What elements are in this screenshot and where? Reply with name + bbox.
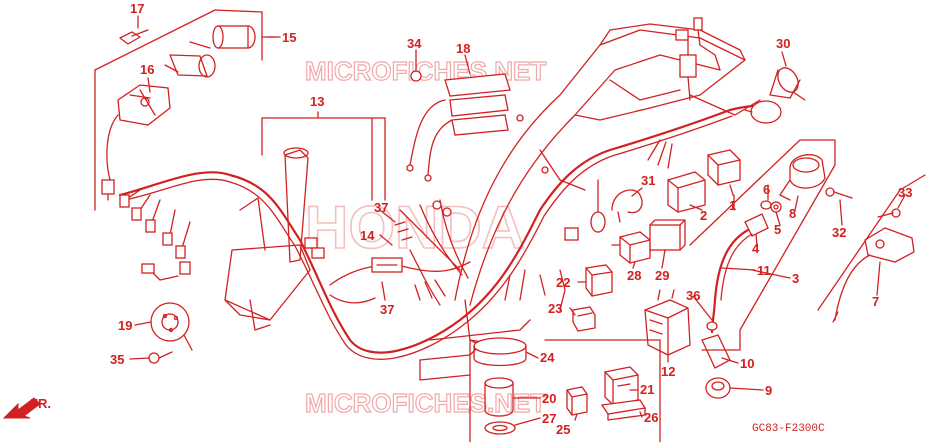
label-26: 26 — [644, 410, 658, 425]
sensor-plug — [590, 211, 606, 233]
label-2: 2 — [700, 208, 707, 223]
part-23-connector — [572, 306, 596, 332]
part-6-washer — [760, 200, 772, 210]
small-connector — [564, 227, 579, 241]
direction-label: FR. — [30, 396, 51, 411]
part-2-relay — [667, 171, 706, 213]
label-28: 28 — [627, 268, 641, 283]
head-pipe-assembly — [224, 111, 386, 331]
label-35: 35 — [110, 352, 124, 367]
part-25-connector — [566, 386, 588, 416]
part-36-grommet — [706, 321, 718, 331]
part-4-cap — [744, 213, 769, 237]
label-7: 7 — [872, 294, 879, 309]
harness-branches-right — [647, 139, 673, 169]
label-12: 12 — [661, 364, 675, 379]
label-4: 4 — [752, 241, 760, 256]
label-15: 15 — [282, 30, 296, 45]
part-22-relay — [585, 264, 613, 297]
label-11: 11 — [757, 263, 771, 278]
label-3: 3 — [792, 271, 799, 286]
part-35-bolt — [148, 351, 173, 364]
watermark-bottom: MICROFICHES.NET — [305, 388, 546, 418]
sub-harness-37 — [304, 199, 471, 306]
part-1-relay — [707, 149, 741, 196]
label-18: 18 — [456, 41, 470, 56]
part-30-clamp — [769, 67, 806, 101]
group-bracket-3 — [689, 139, 836, 351]
part-27-washer — [484, 421, 516, 435]
part-26-holder — [600, 399, 647, 421]
part-7-pulse-generator — [817, 174, 926, 323]
part-5-nut — [770, 201, 782, 213]
label-27: 27 — [542, 411, 556, 426]
part-8-coil — [779, 154, 826, 201]
top-connectors — [675, 17, 721, 101]
label-37a: 37 — [374, 200, 388, 215]
label-30: 30 — [776, 36, 790, 51]
part-29-unit — [649, 219, 686, 251]
label-19: 19 — [118, 318, 132, 333]
part-9-boot — [705, 377, 731, 399]
part-12-cdi-unit — [644, 289, 691, 356]
part-11-cable — [710, 228, 753, 334]
label-14: 14 — [360, 228, 375, 243]
part-24-rubber — [473, 337, 527, 367]
label-29: 29 — [655, 268, 669, 283]
leader-lines — [129, 36, 906, 426]
label-9: 9 — [765, 383, 772, 398]
part-19-horn — [150, 302, 193, 351]
label-36: 36 — [686, 288, 700, 303]
label-31: 31 — [641, 173, 655, 188]
part-33-bolt — [877, 208, 901, 218]
part-number-labels: 17 15 16 13 34 18 37 14 37 30 31 1 2 6 8… — [110, 1, 912, 437]
label-16: 16 — [140, 62, 154, 77]
label-8: 8 — [789, 206, 796, 221]
frame-body — [419, 23, 761, 381]
label-34: 34 — [407, 36, 422, 51]
label-22: 22 — [556, 275, 570, 290]
label-13: 13 — [310, 94, 324, 109]
diagram-code: GC83-F2300C — [752, 423, 825, 435]
label-20: 20 — [542, 391, 556, 406]
part-31-bracket — [611, 189, 643, 223]
part-20-cylinder — [484, 377, 514, 417]
part-34-bolt — [410, 56, 422, 82]
label-33: 33 — [898, 185, 912, 200]
part-28-regulator — [611, 231, 651, 264]
group-bracket-right — [544, 339, 661, 442]
part-10-plug-cap — [701, 334, 731, 369]
label-23: 23 — [548, 301, 562, 316]
label-10: 10 — [740, 356, 754, 371]
part-32-bolt — [825, 187, 853, 199]
capacitor-unit — [744, 100, 782, 124]
label-17: 17 — [130, 1, 144, 16]
label-5: 5 — [774, 222, 781, 237]
label-25: 25 — [556, 422, 570, 437]
watermark-center: HONDA — [305, 194, 525, 261]
part-21-relay — [604, 366, 639, 406]
main-wire-harness — [118, 104, 777, 360]
label-6: 6 — [763, 182, 770, 197]
watermark-top: MICROFICHES.NET — [305, 56, 546, 86]
label-37b: 37 — [380, 302, 394, 317]
front-direction-arrow — [2, 397, 41, 419]
label-24: 24 — [540, 350, 555, 365]
part-18-fuse-box — [406, 73, 511, 182]
part-17-screw — [119, 15, 149, 45]
label-32: 32 — [832, 225, 846, 240]
label-1: 1 — [729, 198, 736, 213]
label-21: 21 — [640, 382, 654, 397]
